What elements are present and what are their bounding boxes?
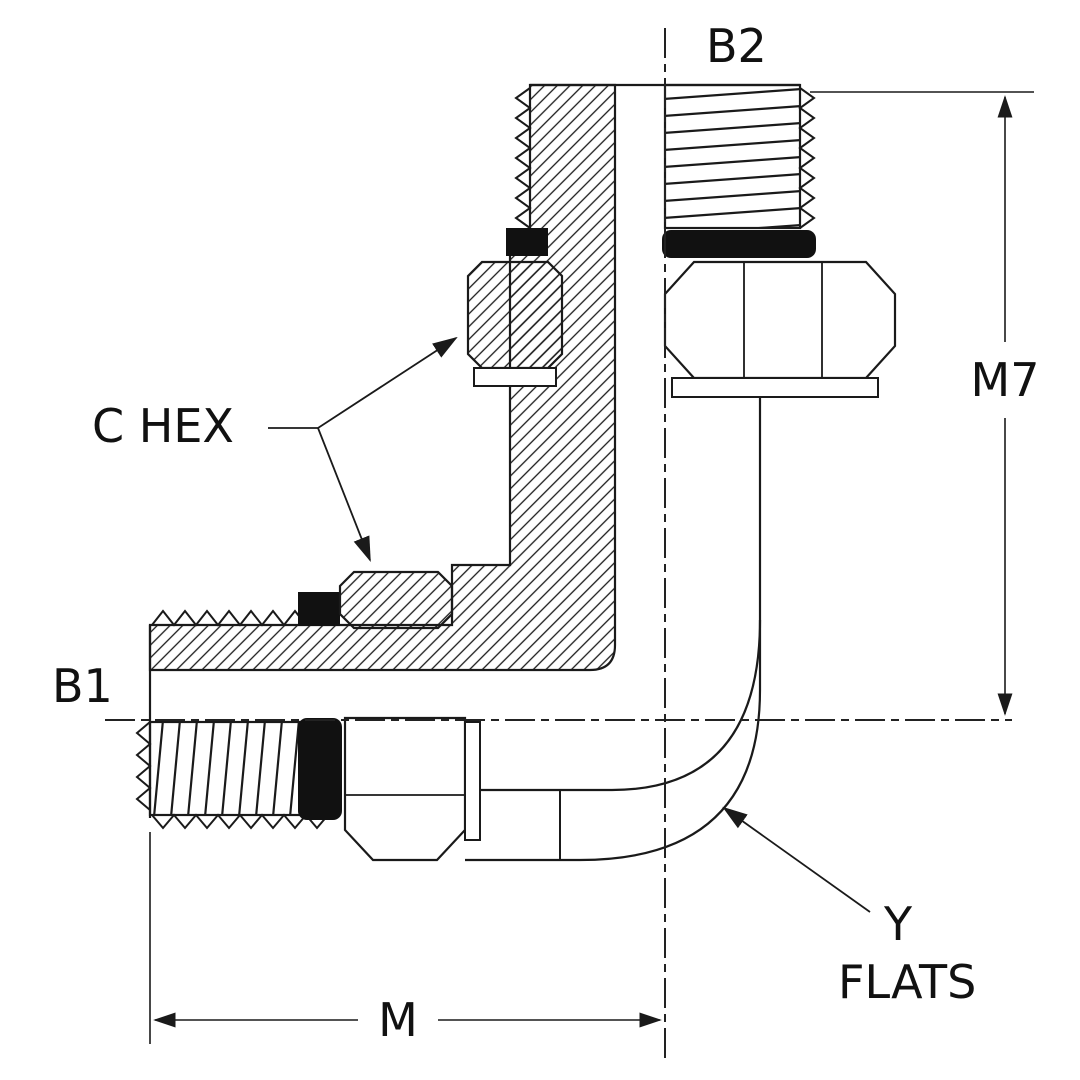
c-hex-leader-upper (268, 336, 458, 429)
y-flats-leader (722, 806, 871, 913)
side-locknut-washer (464, 721, 481, 841)
labels: B2 M7 C HEX B1 M Y FLATS (52, 19, 1039, 1047)
body-section-hatched (148, 83, 617, 672)
top-locknut (663, 260, 897, 380)
top-port-section-thread-crests (514, 87, 532, 229)
label-y-flats-line2: FLATS (838, 955, 976, 1009)
tube-bend-arc (611, 619, 762, 792)
label-dim-m: M (378, 993, 418, 1047)
side-port-oring-section (298, 592, 340, 626)
side-port-thread-crests-bottom (151, 813, 329, 830)
side-port-section-thread-crests (151, 609, 307, 627)
top-port-thread-crests (798, 87, 816, 229)
top-locknut-washer (671, 377, 879, 398)
corner-block-arc (579, 689, 762, 862)
label-port-b1: B1 (52, 659, 113, 713)
top-port-oring-seal (662, 230, 816, 258)
side-port-thread-crests-face (135, 721, 152, 811)
centerlines (105, 28, 1012, 1058)
side-locknut (343, 716, 467, 862)
callout-leaders (268, 336, 871, 913)
side-port-external (135, 625, 481, 862)
label-c-hex-callout: C HEX (92, 399, 234, 453)
dimensions (149, 91, 1034, 1044)
label-y-flats-line1: Y (883, 897, 913, 951)
elbow-bend-outline (465, 397, 762, 862)
side-port-oring-seal (298, 718, 342, 820)
label-dim-m7: M7 (971, 353, 1040, 407)
c-hex-leader-lower (317, 427, 371, 562)
top-locknut-section (466, 260, 564, 370)
top-port-threads (663, 83, 802, 230)
top-locknut-washer-section (473, 367, 557, 387)
top-port-oring-section (506, 228, 548, 256)
label-port-b2: B2 (706, 19, 767, 73)
side-locknut-section (338, 570, 454, 630)
